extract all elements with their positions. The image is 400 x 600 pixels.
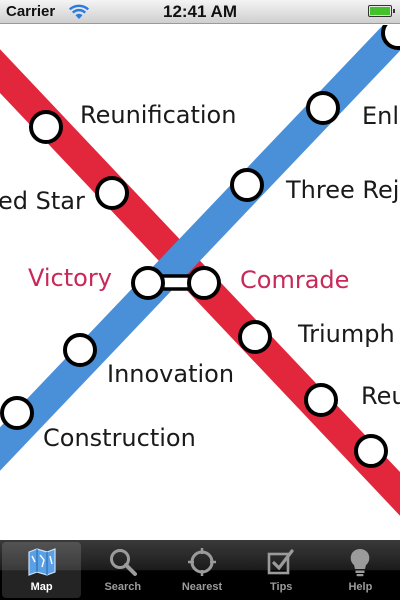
tab-tips[interactable]: Tips	[242, 540, 321, 600]
crosshair-icon	[188, 548, 216, 576]
blue-line	[0, 25, 400, 471]
label-reunification[interactable]: Reunification	[80, 101, 236, 129]
label-red-star[interactable]: ed Star	[0, 187, 85, 215]
tab-help-label: Help	[348, 581, 373, 593]
carrier-label: Carrier	[6, 3, 56, 20]
label-enlightenment[interactable]: Enli	[362, 102, 400, 130]
station-red-star[interactable]	[95, 176, 129, 210]
label-victory[interactable]: Victory	[28, 264, 112, 292]
tab-help[interactable]: Help	[321, 540, 400, 600]
tab-map-label: Map	[30, 581, 53, 593]
status-bar: Carrier 12:41 AM	[0, 0, 400, 24]
label-innovation[interactable]: Innovation	[107, 360, 234, 388]
checkbox-icon	[267, 549, 294, 575]
station-unnamed-top[interactable]	[381, 25, 400, 50]
tab-tips-label: Tips	[270, 581, 293, 593]
tab-search-label: Search	[104, 581, 142, 593]
status-time: 12:41 AM	[162, 2, 237, 21]
battery-level-fill	[370, 7, 390, 15]
station-comrade[interactable]	[187, 266, 221, 300]
station-reunification[interactable]	[29, 110, 63, 144]
station-triumph[interactable]	[238, 320, 272, 354]
subway-map[interactable]: Reunification Enli ed Star Three Reju Vi…	[0, 25, 400, 540]
label-construction[interactable]: Construction	[43, 424, 196, 452]
label-comrade[interactable]: Comrade	[240, 266, 349, 294]
map-icon	[27, 548, 56, 576]
station-unnamed-bottom[interactable]	[354, 434, 388, 468]
tab-nearest[interactable]: Nearest	[162, 540, 241, 600]
tab-nearest-label: Nearest	[181, 581, 223, 593]
station-reu[interactable]	[304, 383, 338, 417]
tab-bar: Map Search Nearest Tips Help	[0, 540, 400, 600]
tab-search[interactable]: Search	[83, 540, 162, 600]
station-three-rejuvenations[interactable]	[230, 168, 264, 202]
label-three-rejuvenations[interactable]: Three Reju	[285, 176, 400, 204]
search-icon	[109, 549, 137, 576]
lightbulb-icon	[351, 548, 370, 577]
station-innovation[interactable]	[63, 333, 97, 367]
map-canvas[interactable]: Reunification Enli ed Star Three Reju Vi…	[0, 25, 400, 540]
station-victory[interactable]	[131, 266, 165, 300]
battery-icon	[368, 5, 395, 17]
wifi-icon	[68, 4, 90, 19]
tab-map[interactable]: Map	[2, 542, 82, 598]
station-construction[interactable]	[0, 396, 34, 430]
label-triumph[interactable]: Triumph	[297, 320, 395, 348]
label-reu[interactable]: Reu	[361, 382, 400, 410]
station-enlightenment[interactable]	[306, 91, 340, 125]
